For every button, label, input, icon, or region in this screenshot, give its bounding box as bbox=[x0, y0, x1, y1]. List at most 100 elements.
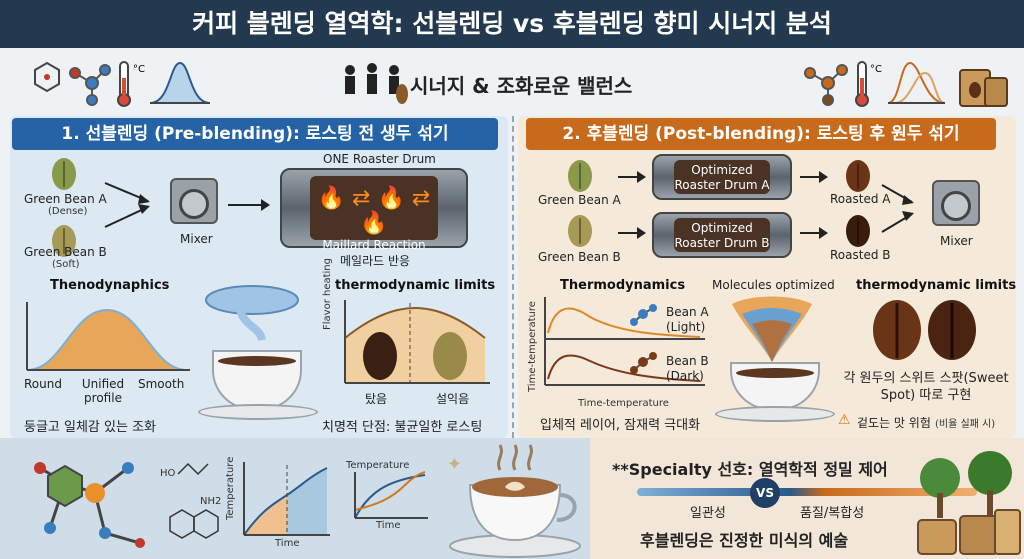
arrow-to-roasted-a bbox=[800, 171, 828, 183]
mixer-label-right: Mixer bbox=[940, 234, 973, 248]
molecules-optimized-label: Molecules optimized bbox=[712, 278, 835, 292]
roasted-b-label: Roasted B bbox=[830, 248, 891, 262]
green-bean-a-label: Green Bean A bbox=[24, 192, 107, 206]
bell-curve-icon bbox=[149, 61, 211, 104]
post-blending-header: 2. 후블렌딩 (Post-blending): 로스팅 후 원두 섞기 bbox=[526, 118, 996, 150]
chart2-raw-label: 설익음 bbox=[436, 392, 470, 406]
coffee-bag-icon bbox=[959, 69, 1008, 107]
vs-badge: VS bbox=[750, 478, 780, 508]
chart2-title: thermodynamic limits bbox=[335, 278, 496, 293]
specialty-preference-label: **Specialty 선호: 열역학적 정밀 제어 bbox=[612, 460, 888, 479]
synergy-title: 시너지 & 조화로운 밸런스 bbox=[410, 74, 633, 98]
atoms-icon bbox=[69, 64, 111, 106]
bean-b-dark-label: Bean B (Dark) bbox=[666, 354, 709, 383]
right-chart1-xlabel: Time-temperature bbox=[578, 398, 669, 409]
roaster-drum: 🔥 ⇄ 🔥 ⇄ 🔥 Maillard Reaction bbox=[280, 168, 468, 252]
green-bean-a-note: (Dense) bbox=[48, 206, 88, 217]
drum-caption: 메일라드 반응 bbox=[340, 254, 411, 268]
unified-profile-chart bbox=[26, 302, 190, 371]
drum-b-label: Optimized Roaster Drum B bbox=[674, 218, 770, 252]
arrow-to-roasted-b bbox=[800, 227, 828, 239]
maillard-label: Maillard Reaction bbox=[322, 238, 426, 252]
roasted-b-icon bbox=[846, 215, 870, 247]
chart1-x-left: Round bbox=[24, 377, 62, 391]
right-chart2-title: thermodynamic limits bbox=[856, 278, 1017, 293]
chart2-burnt-label: 탔음 bbox=[365, 392, 388, 406]
roaster-drum-b: Optimized Roaster Drum B bbox=[652, 212, 792, 258]
header-icon-row: °C °C bbox=[0, 48, 1024, 116]
chem-formula-nh2: NH2 bbox=[200, 496, 222, 507]
bottom-chart-1 bbox=[243, 462, 330, 536]
bottom-chart-2 bbox=[354, 471, 428, 519]
drum-interior: 🔥 ⇄ 🔥 ⇄ 🔥 Maillard Reaction bbox=[310, 176, 438, 252]
bottom-chart2-xlabel: Time bbox=[376, 520, 401, 531]
mixer-icon-right bbox=[932, 180, 980, 226]
warning-note: (비율 실패 시) bbox=[935, 419, 996, 430]
chem-formula-ho: HO bbox=[160, 468, 176, 479]
roasted-a-label: Roasted A bbox=[830, 192, 891, 206]
green-bean-b-note: (Soft) bbox=[52, 259, 80, 270]
chem-ring-structure bbox=[169, 509, 219, 539]
coffee-trees-and-sacks-icon bbox=[917, 451, 1021, 555]
roasted-a-icon bbox=[846, 160, 870, 192]
musicians-icon bbox=[345, 63, 408, 104]
green-bean-b-icon bbox=[52, 225, 76, 257]
right-caption-layers: 입체적 레이어, 잠재력 극대화 bbox=[540, 418, 701, 433]
saucer-icon bbox=[198, 404, 318, 420]
arrow-to-drum-b bbox=[618, 227, 646, 239]
warning-icon: ⚠ bbox=[838, 412, 851, 428]
fire-icon: 🔥 ⇄ 🔥 ⇄ 🔥 bbox=[317, 186, 431, 236]
page-title: 커피 블렌딩 열역학: 선블렌딩 vs 후블렌딩 향미 시너지 분석 bbox=[0, 0, 1024, 48]
atoms-icon-right bbox=[804, 64, 848, 106]
drum-a-label: Optimized Roaster Drum A bbox=[674, 160, 770, 194]
saucer-icon-right bbox=[715, 406, 835, 422]
dual-curve-icon bbox=[887, 61, 946, 104]
arrow-to-drum-a bbox=[618, 171, 646, 183]
bean-a-light-label: Bean A (Light) bbox=[666, 305, 709, 334]
molecule-icon bbox=[34, 61, 60, 93]
sweet-spot-beans bbox=[873, 300, 976, 360]
mixer-to-drum-arrow bbox=[228, 199, 270, 211]
bean-to-mixer-arrows bbox=[104, 182, 150, 228]
bottom-chart1-ylabel: Temperature bbox=[225, 456, 236, 520]
pre-blending-header: 1. 선블렌딩 (Pre-blending): 로스팅 전 생두 섞기 bbox=[12, 118, 498, 150]
consistency-label: 일관성 bbox=[690, 506, 726, 521]
molecule-structure-icon bbox=[34, 462, 145, 548]
pouring-liquid-icon bbox=[205, 285, 299, 342]
right-chart1-ylabel: Time-temperature bbox=[527, 301, 538, 392]
green-bean-a-icon-right bbox=[568, 160, 592, 192]
panel-divider bbox=[512, 116, 514, 438]
green-bean-b-icon-right bbox=[568, 215, 592, 247]
aroma-layers-icon bbox=[732, 296, 812, 362]
chart1-title: Thenodynaphics bbox=[50, 278, 170, 293]
green-bean-a-icon bbox=[52, 158, 76, 190]
sweet-spot-caption: 각 원두의 스위트 스팟(Sweet Spot) 따로 구현 bbox=[843, 371, 1009, 403]
green-bean-b-label: Green Bean B bbox=[24, 245, 107, 259]
raw-bean bbox=[433, 332, 467, 380]
roaster-drum-a: Optimized Roaster Drum A bbox=[652, 154, 792, 200]
chart2-caption: 치명적 단점: 불균일한 로스팅 bbox=[322, 420, 483, 435]
thermometer-icon-right: °C bbox=[855, 61, 882, 107]
quality-complexity-label: 품질/복합성 bbox=[800, 506, 865, 521]
time-temperature-chart bbox=[544, 297, 705, 386]
svg-text:°C: °C bbox=[133, 64, 145, 75]
bottom-chart1-xlabel: Time bbox=[275, 538, 300, 549]
chart1-x-right: Smooth bbox=[138, 377, 185, 391]
mixer-label: Mixer bbox=[180, 232, 213, 246]
header-icons: °C °C bbox=[34, 61, 1008, 107]
right-chart1-title: Thermodynamics bbox=[560, 278, 686, 293]
mixer-icon bbox=[170, 178, 218, 224]
svg-text:°C: °C bbox=[870, 64, 882, 75]
svg-text:✦: ✦ bbox=[447, 454, 462, 475]
thermodynamic-limits-chart bbox=[344, 300, 490, 384]
green-bean-b-label-right: Green Bean B bbox=[538, 250, 621, 264]
chart1-x-mid: Unified profile bbox=[81, 377, 125, 405]
conclusion-label: 후블렌딩은 진정한 미식의 예술 bbox=[640, 531, 849, 550]
consistency-vs-quality-bar bbox=[637, 488, 977, 496]
chart1-caption: 둥글고 일체감 있는 조화 bbox=[24, 420, 156, 435]
burnt-bean bbox=[363, 332, 397, 380]
chart2-ylabel: Flavor heating bbox=[322, 258, 333, 330]
latte-cup-icon: ✦ bbox=[447, 444, 581, 558]
bottom-chart2-ylabel: Temperature bbox=[346, 460, 410, 471]
green-bean-a-label-right: Green Bean A bbox=[538, 193, 621, 207]
